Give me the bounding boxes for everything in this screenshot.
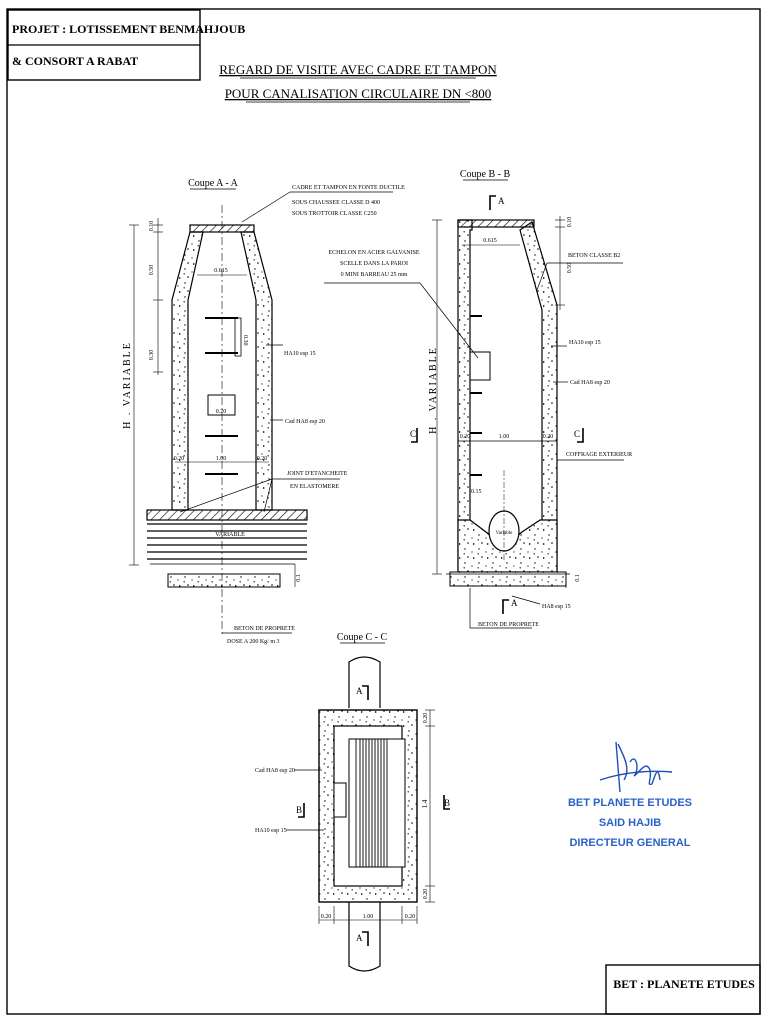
cc-marker-b-left: B: [296, 805, 302, 815]
aa-dim-010: 0.10: [149, 221, 155, 232]
bb-marker-c-left: C: [410, 429, 416, 439]
bb-dim-010: 0.10: [567, 217, 573, 228]
section-cc-label: Coupe C - C: [337, 632, 388, 643]
aa-dim-wall-left: 0.20: [174, 456, 185, 462]
bb-dim-inner: 1.00: [499, 434, 510, 440]
bb-beton-b2: BETON CLASSE B2: [568, 253, 620, 259]
cc-cad-ha8-note: Cad HA8 esp 20: [255, 768, 295, 774]
cc-marker-a-bottom: A: [356, 933, 363, 943]
bb-dim-015: 0.15: [471, 489, 482, 495]
company-stamp: BET PLANETE ETUDES SAID HAJIB DIRECTEUR …: [568, 741, 692, 849]
drawing-title: REGARD DE VISITE AVEC CADRE ET TAMPON PO…: [219, 62, 497, 103]
bb-pipe-label: Variable: [496, 531, 513, 536]
aa-joint-note-2: EN ELASTOMERE: [290, 484, 339, 490]
aa-variable: VARIABLE: [215, 532, 245, 538]
aa-dim-wall-right: 0.20: [257, 456, 268, 462]
cc-dim-020-bot: 0.20: [423, 889, 429, 900]
cc-dim-020-top: 0.20: [423, 713, 429, 724]
bb-beton-note: BETON DE PROPRETE: [478, 622, 539, 628]
section-cc: Coupe C - C A A B B: [255, 632, 450, 972]
bb-ladder-rungs: [470, 315, 482, 476]
aa-dim-01: 0.1: [296, 574, 302, 582]
bb-h-variable: H . VARIABLE: [428, 346, 439, 434]
sheet-border: [6, 8, 761, 1015]
cc-dim-wall-right: 0.20: [405, 914, 416, 920]
bb-echelon-note-2: SCELLE DANS LA PAROI: [340, 261, 408, 267]
footer-bet: BET : PLANETE ETUDES: [613, 977, 755, 991]
stamp-line-2: SAID HAJIB: [599, 817, 661, 829]
section-aa-label: Coupe A - A: [188, 178, 239, 189]
aa-ground-layers: [147, 523, 307, 560]
bb-marker-a-bottom: A: [511, 598, 518, 608]
aa-blinding-concrete: [167, 573, 281, 588]
aa-rung-detail: [207, 394, 236, 416]
cc-dim-14: 1.4: [421, 799, 429, 808]
cc-cover-grating: [355, 739, 388, 867]
aa-ladder-rungs: [205, 317, 238, 475]
bb-cad-ha8-note: Cad HA8 esp 20: [570, 380, 610, 386]
aa-wall-left: [171, 231, 204, 511]
aa-frame-note-2: SOUS CHAUSSEE CLASSE D 400: [292, 200, 380, 206]
signature-mark: [599, 741, 673, 793]
project-line-1: PROJET : LOTISSEMENT BENMAHJOUB: [12, 22, 245, 36]
section-aa: Coupe A - A: [122, 178, 405, 645]
bb-dim-top: 0.615: [483, 238, 497, 244]
cc-ha10-note: HA10 esp 15: [255, 828, 287, 834]
aa-dim-030: 0.30: [149, 350, 155, 361]
aa-joint-note-1: JOINT D'ETANCHEITE: [287, 471, 348, 477]
cc-marker-a-top: A: [356, 686, 363, 696]
bb-echelon-note-1: ECHELON EN ACIER GALVANISE: [328, 250, 420, 256]
aa-dim-step-030: 0.30: [242, 335, 248, 346]
bb-ha10-note: HA10 esp 15: [569, 340, 601, 346]
bb-frame-cover: [457, 219, 535, 228]
cc-pipe-top: [348, 656, 381, 708]
title-line-1: REGARD DE VISITE AVEC CADRE ET TAMPON: [219, 62, 497, 77]
bb-dim-wall-right: 0.20: [543, 434, 554, 440]
cc-dim-wall-left: 0.20: [321, 914, 332, 920]
aa-dim-top: 0.615: [214, 268, 228, 274]
aa-beton-note-1: BETON DE PROPRETE: [234, 626, 295, 632]
section-bb-label: Coupe B - B: [460, 169, 511, 180]
cc-vertical-dims: [425, 709, 435, 903]
aa-dim-050: 0.50: [149, 265, 155, 276]
bb-wall-left: [457, 219, 473, 573]
bb-ha8-note: HA8 esp 15: [542, 604, 571, 610]
aa-ha10-note: HA10 esp 15: [284, 351, 316, 357]
title-line-2: POUR CANALISATION CIRCULAIRE DN <800: [225, 86, 492, 101]
aa-frame-note-1: CADRE ET TAMPON EN FONTE DUCTILE: [292, 185, 405, 191]
bb-echelon-note-3: 0 MINI BARREAU 25 mm: [341, 272, 408, 278]
project-line-2: & CONSORT A RABAT: [12, 54, 138, 68]
aa-wall-right: [240, 231, 273, 511]
aa-h-variable: H . VARIABLE: [122, 341, 133, 429]
aa-frame-note-3: SOUS TROTTOIR CLASSE C250: [292, 211, 377, 217]
bb-coffrage-note: COFFRAGE EXTERIEUR: [566, 452, 632, 458]
bb-marker-c-right: C: [574, 429, 580, 439]
bb-dim-050: 0.50: [567, 263, 573, 274]
stamp-line-1: BET PLANETE ETUDES: [568, 797, 692, 809]
cc-dim-inner: 1.00: [363, 914, 374, 920]
aa-dim-step-020: 0.20: [216, 409, 227, 415]
aa-base-slab: [146, 509, 308, 521]
aa-vertical-dims: [129, 218, 296, 587]
bb-marker-a-top: A: [498, 196, 505, 206]
cc-marker-b-right: B: [444, 798, 450, 808]
stamp-line-3: DIRECTEUR GENERAL: [569, 837, 690, 849]
aa-dim-inner: 1.00: [216, 456, 227, 462]
cc-horizontal-dims: [318, 906, 418, 924]
bb-dim-wall-left: 0.20: [460, 434, 471, 440]
bb-dim-01: 0.1: [575, 574, 581, 582]
section-bb: Coupe B - B A Variable 0.20 1.00 0.20 0.…: [324, 169, 632, 629]
aa-beton-note-2: DOSE A 200 Kg/ m 3: [227, 639, 280, 645]
aa-cad-ha8-note: Cad HA8 esp 20: [285, 419, 325, 425]
project-header: PROJET : LOTISSEMENT BENMAHJOUB & CONSOR…: [12, 22, 245, 68]
cc-pipe-bottom: [348, 902, 381, 972]
